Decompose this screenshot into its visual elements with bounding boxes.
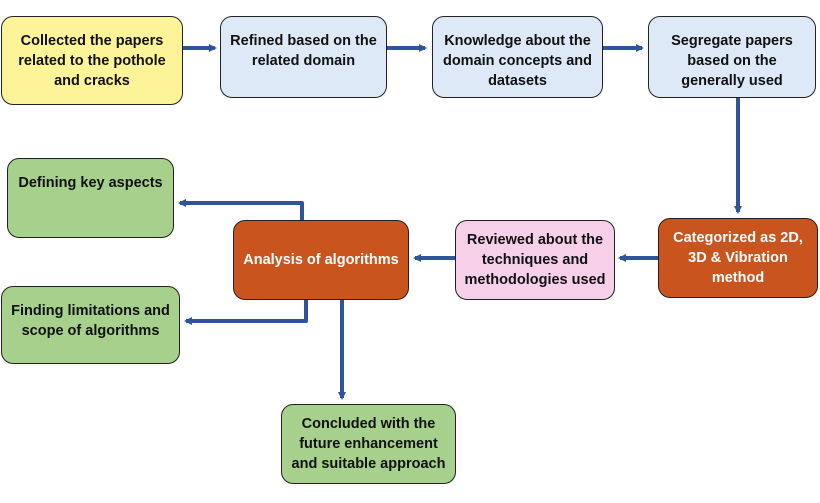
node-segregate-papers-label: Segregate papers based on the generally … bbox=[671, 33, 793, 89]
node-limitations-scope-label: Finding limitations and scope of algorit… bbox=[11, 303, 170, 339]
node-key-aspects-label: Defining key aspects bbox=[18, 175, 163, 191]
node-reviewed-techniques-label: Reviewed about the techniques and method… bbox=[464, 232, 606, 288]
node-categorized-methods: Categorized as 2D, 3D & Vibration method bbox=[658, 218, 818, 298]
node-domain-knowledge-label: Knowledge about the domain concepts and … bbox=[442, 33, 593, 89]
node-refined-domain: Refined based on the related domain bbox=[220, 16, 387, 98]
node-analysis-algorithms: Analysis of algorithms bbox=[233, 220, 409, 300]
node-categorized-methods-label: Categorized as 2D, 3D & Vibration method bbox=[673, 230, 803, 286]
node-analysis-algorithms-label: Analysis of algorithms bbox=[243, 252, 399, 268]
node-collected-papers-label: Collected the papers related to the poth… bbox=[18, 33, 166, 89]
arrow-analysis-to-key-aspects bbox=[178, 199, 304, 220]
node-key-aspects: Defining key aspects bbox=[7, 158, 174, 238]
node-concluded: Concluded with the future enhancement an… bbox=[281, 404, 456, 484]
node-domain-knowledge: Knowledge about the domain concepts and … bbox=[432, 16, 603, 98]
node-refined-domain-label: Refined based on the related domain bbox=[230, 33, 377, 69]
node-reviewed-techniques: Reviewed about the techniques and method… bbox=[455, 220, 615, 300]
node-concluded-label: Concluded with the future enhancement an… bbox=[291, 416, 446, 472]
node-limitations-scope: Finding limitations and scope of algorit… bbox=[1, 286, 180, 364]
node-collected-papers: Collected the papers related to the poth… bbox=[1, 16, 183, 105]
arrow-analysis-to-limitations bbox=[184, 300, 308, 325]
node-segregate-papers: Segregate papers based on the generally … bbox=[648, 16, 816, 98]
